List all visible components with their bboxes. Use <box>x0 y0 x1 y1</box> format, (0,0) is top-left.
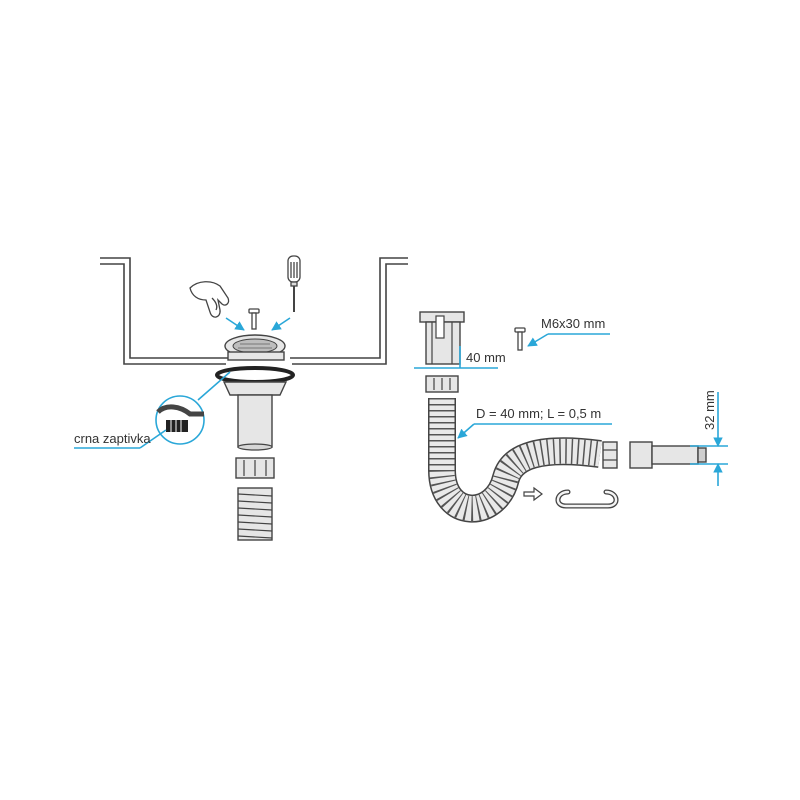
gasket-detail-zoom <box>155 371 231 445</box>
pipe-diameter-label: 32 mm <box>702 390 717 430</box>
hose-spec-label: D = 40 mm; L = 0,5 m <box>476 406 601 421</box>
strainer-arrows <box>225 317 291 331</box>
pipe-diameter-dimension: 32 mm <box>690 390 728 486</box>
hose-callout: D = 40 mm; L = 0,5 m <box>457 406 612 439</box>
hook-icon <box>555 489 619 509</box>
hand-icon <box>189 281 230 318</box>
outlet-width-dimension: 40 mm <box>414 346 506 369</box>
arrow-right-icon <box>523 486 543 502</box>
slip-nut <box>235 457 275 479</box>
strainer-basket <box>224 334 286 361</box>
flexible-hose <box>428 398 602 523</box>
black-gasket-ring <box>215 366 295 384</box>
gasket-label: crna zaptivka <box>74 431 151 446</box>
outlet-connector <box>419 311 465 365</box>
hose-section <box>237 487 273 541</box>
screw-callout: M6x30 mm <box>527 316 610 347</box>
gasket-callout: crna zaptivka <box>74 429 167 449</box>
outlet-width-label: 40 mm <box>466 350 506 365</box>
screwdriver-icon <box>287 255 301 312</box>
end-nut <box>602 441 618 469</box>
sink-basin <box>100 257 408 365</box>
adapter-pipe <box>629 441 707 469</box>
hose-nut <box>425 375 459 393</box>
m6-screw <box>514 327 526 351</box>
drain-body <box>222 381 288 451</box>
screw-icon <box>248 308 260 330</box>
screw-label: M6x30 mm <box>541 316 605 331</box>
